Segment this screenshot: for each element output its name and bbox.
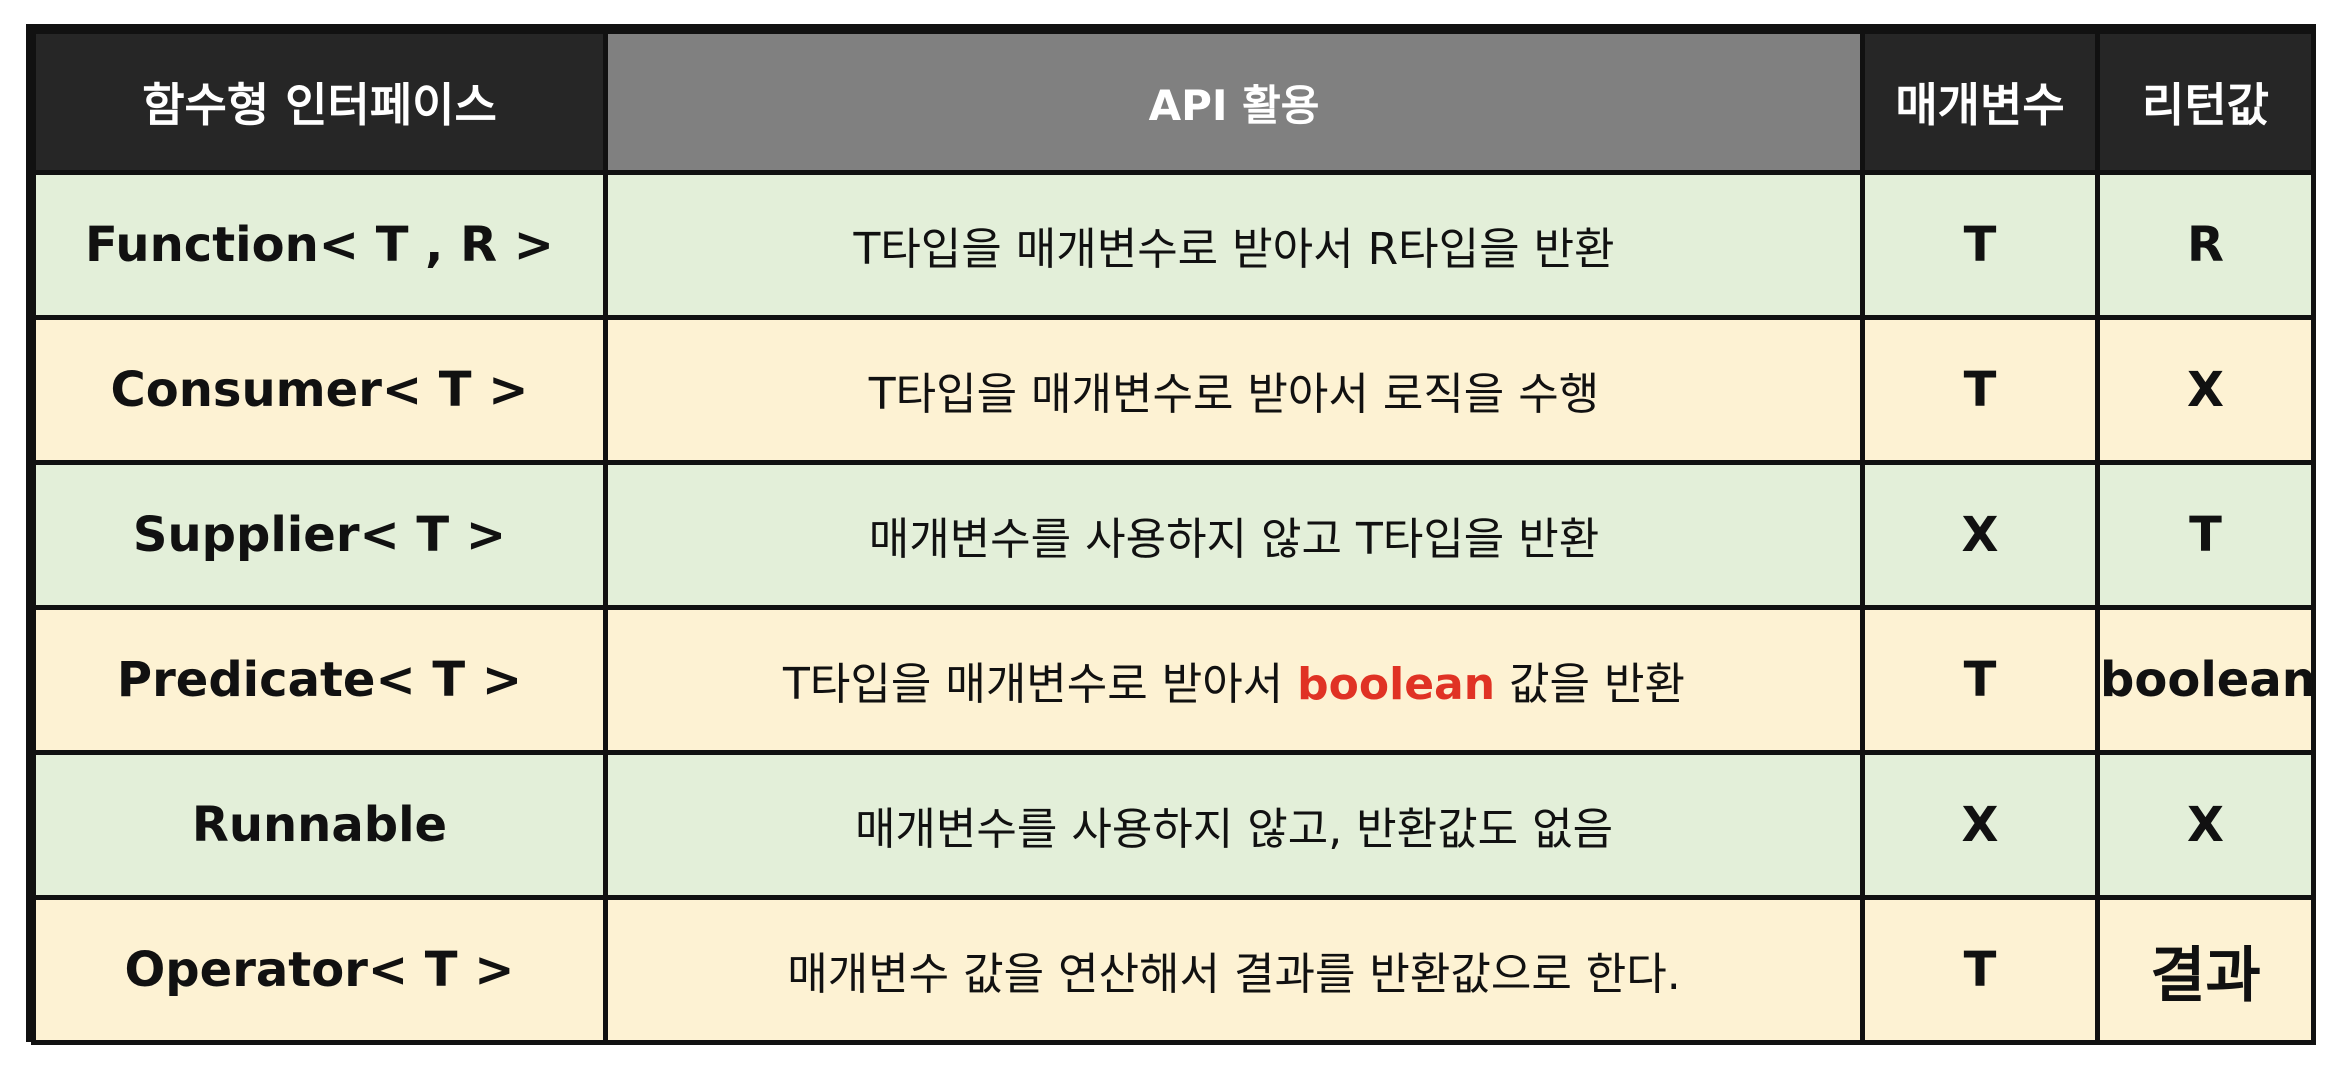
table-row: Runnable 매개변수를 사용하지 않고, 반환값도 없음 X X [31, 750, 2316, 900]
row-description-highlight: boolean [1297, 659, 1496, 710]
row-return: R [2095, 170, 2316, 320]
table-row: Supplier< T > 매개변수를 사용하지 않고 T타입을 반환 X T [31, 460, 2316, 610]
row-param: T [1860, 315, 2100, 465]
row-return: 결과 [2095, 895, 2316, 1045]
table-row: Function< T , R > T타입을 매개변수로 받아서 R타입을 반환… [31, 170, 2316, 320]
row-description-text: T타입을 매개변수로 받아서 R타입을 반환 [853, 224, 1615, 275]
row-description-text: 매개변수를 사용하지 않고, 반환값도 없음 [854, 804, 1614, 855]
row-description-text: 매개변수를 사용하지 않고 T타입을 반환 [868, 514, 1600, 565]
row-description-text-after: 값을 반환 [1495, 659, 1685, 710]
header-interface: 함수형 인터페이스 [31, 29, 608, 175]
row-return: boolean [2095, 605, 2316, 755]
header-param: 매개변수 [1860, 29, 2100, 175]
functional-interface-table: 함수형 인터페이스 API 활용 매개변수 리턴값 Function< T , … [31, 29, 2316, 1045]
row-description-text: T타입을 매개변수로 받아서 [783, 659, 1298, 710]
row-interface-name: Supplier< T > [31, 460, 608, 610]
row-description: 매개변수를 사용하지 않고, 반환값도 없음 [603, 750, 1865, 900]
row-return: X [2095, 315, 2316, 465]
table-row: Consumer< T > T타입을 매개변수로 받아서 로직을 수행 T X [31, 315, 2316, 465]
row-description-text: 매개변수 값을 연산해서 결과를 반환값으로 한다. [787, 949, 1681, 1000]
row-description: T타입을 매개변수로 받아서 로직을 수행 [603, 315, 1865, 465]
row-return: X [2095, 750, 2316, 900]
table-row: Predicate< T > T타입을 매개변수로 받아서 boolean 값을… [31, 605, 2316, 755]
header-row: 함수형 인터페이스 API 활용 매개변수 리턴값 [31, 29, 2316, 175]
row-interface-name: Consumer< T > [31, 315, 608, 465]
table-body: Function< T , R > T타입을 매개변수로 받아서 R타입을 반환… [31, 170, 2316, 1045]
row-interface-name: Predicate< T > [31, 605, 608, 755]
row-return: T [2095, 460, 2316, 610]
row-description: T타입을 매개변수로 받아서 boolean 값을 반환 [603, 605, 1865, 755]
row-interface-name: Operator< T > [31, 895, 608, 1045]
row-description: 매개변수 값을 연산해서 결과를 반환값으로 한다. [603, 895, 1865, 1045]
table-row: Operator< T > 매개변수 값을 연산해서 결과를 반환값으로 한다.… [31, 895, 2316, 1045]
row-param: T [1860, 170, 2100, 320]
row-interface-name: Function< T , R > [31, 170, 608, 320]
row-description: 매개변수를 사용하지 않고 T타입을 반환 [603, 460, 1865, 610]
header-api: API 활용 [603, 29, 1865, 175]
functional-interface-table-wrapper: 함수형 인터페이스 API 활용 매개변수 리턴값 Function< T , … [26, 24, 2316, 1045]
row-param: T [1860, 605, 2100, 755]
table-header: 함수형 인터페이스 API 활용 매개변수 리턴값 [31, 29, 2316, 175]
header-return: 리턴값 [2095, 29, 2316, 175]
row-description-text: T타입을 매개변수로 받아서 로직을 수행 [868, 369, 1600, 420]
row-param: T [1860, 895, 2100, 1045]
row-interface-name: Runnable [31, 750, 608, 900]
row-param: X [1860, 460, 2100, 610]
row-param: X [1860, 750, 2100, 900]
row-description: T타입을 매개변수로 받아서 R타입을 반환 [603, 170, 1865, 320]
